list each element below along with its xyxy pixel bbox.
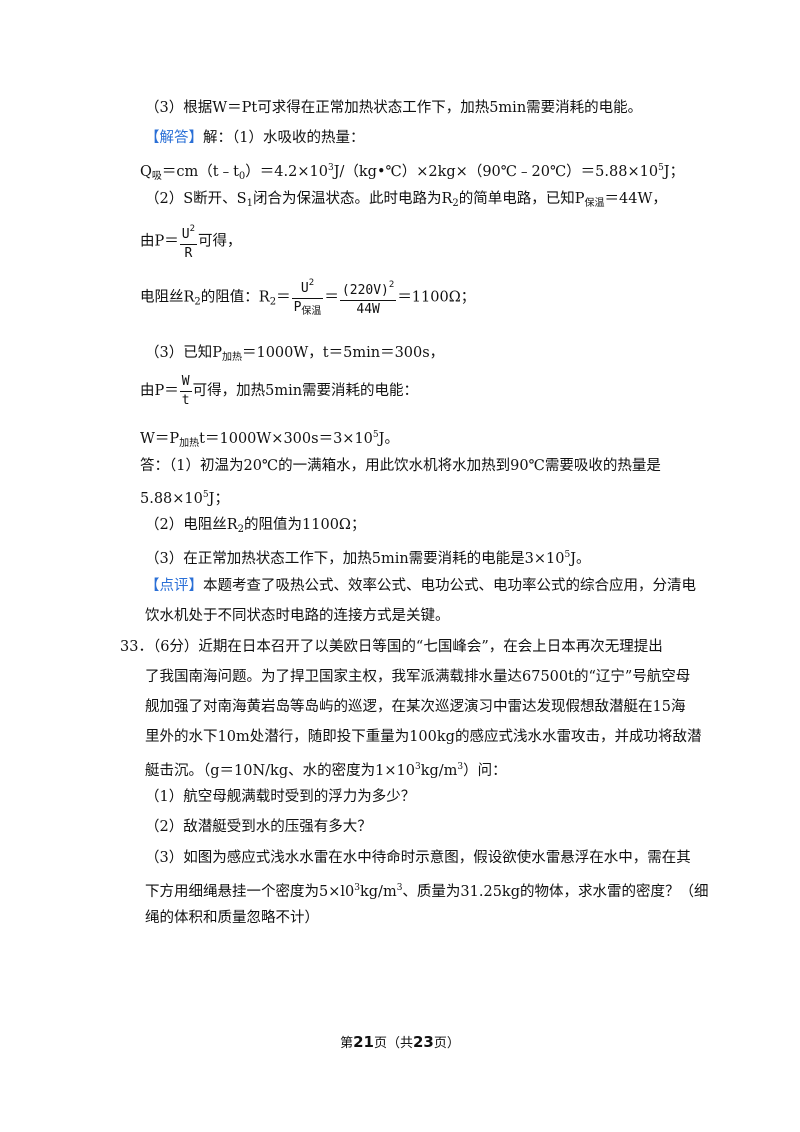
question-33-line: 舰加强了对南海黄岩岛等岛屿的巡逻，在某次巡逻演习中雷达发现假想敌潜艇在15海 — [145, 699, 686, 715]
answer-line: （2）电阻丝R2的阻值为1100Ω； — [145, 517, 366, 535]
question-33-line: 里外的水下10m处潜行，随即投下重量为100kg的感应式浅水水雷攻击，并成功将敌… — [145, 729, 702, 745]
answer-line: （3）在正常加热状态工作下，加热5min需要消耗的电能是3×105J。 — [145, 550, 591, 567]
question-33-part: （1）航空母舰满载时受到的浮力为多少？ — [145, 789, 416, 805]
question-33-part: 下方用细绳悬挂一个密度为5×l03kg/m3、质量为31.25kg的物体，求水雷… — [145, 883, 709, 900]
solution-heading: 【解答】解：（1）水吸收的热量： — [145, 130, 365, 146]
question-33-part: 绳的体积和质量忽略不计） — [145, 910, 319, 926]
question-33-part: （3）如图为感应式浅水水雷在水中待命时示意图，假设欲使水雷悬浮在水中，需在其 — [145, 850, 691, 866]
question-33-line: 艇击沉。（g＝10N/kg、水的密度为1×103kg/m3）问： — [145, 762, 507, 779]
formula-heat: Q吸＝cm（t﹣t0）＝4.2×103J/（kg•℃）×2kg×（90℃﹣20℃… — [140, 163, 685, 182]
solution-tag: 【解答】 — [145, 130, 203, 146]
page-footer: 第21页（共23页） — [340, 1033, 460, 1051]
text-line: （2）S断开、S1闭合为保温状态。此时电路为R2的简单电路，已知P保温＝44W， — [145, 191, 667, 209]
answer-line: 5.88×105J； — [140, 490, 229, 507]
page-number: 21 — [353, 1033, 374, 1051]
text-line: （3）根据W＝Pt可求得在正常加热状态工作下，加热5min需要消耗的电能。 — [145, 100, 643, 116]
question-33-line: 33．（6分）近期在日本召开了以美欧日等国的“七国峰会”，在会上日本再次无理提出 — [120, 639, 663, 655]
question-33-line: 了我国南海问题。为了捍卫国家主权，我军派满载排水量达67500t的“辽宁”号航空… — [145, 669, 691, 685]
page-total: 23 — [413, 1033, 434, 1051]
question-33-part: （2）敌潜艇受到水的压强有多大？ — [145, 819, 372, 835]
text-line: （3）已知P加热＝1000W，t＝5min＝300s， — [145, 345, 445, 363]
comment-line: 饮水机处于不同状态时电路的连接方式是关键。 — [145, 608, 450, 624]
formula-energy: W＝P加热t＝1000W×300s＝3×105J。 — [140, 430, 399, 449]
comment-tag: 【点评】 — [145, 578, 203, 594]
comment-line: 【点评】本题考查了吸热公式、效率公式、电功公式、电功率公式的综合应用，分清电 — [145, 578, 696, 594]
answer-line: 答：（1）初温为20℃的一满箱水，用此饮水机将水加热到90℃需要吸收的热量是 — [140, 458, 661, 474]
